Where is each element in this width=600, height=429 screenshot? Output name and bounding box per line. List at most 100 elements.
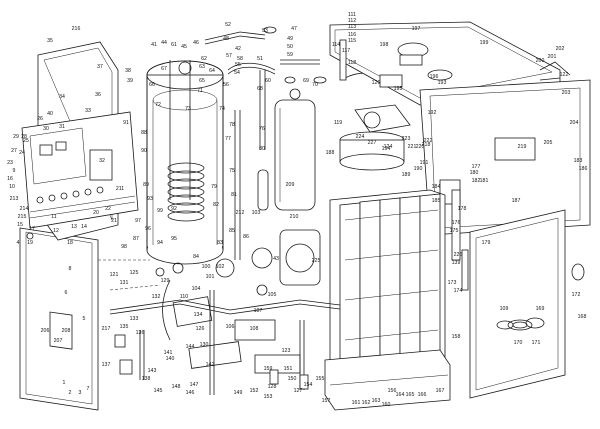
callout-163: 163 xyxy=(372,398,381,404)
callout-183: 183 xyxy=(574,158,583,164)
callout-178: 178 xyxy=(458,206,467,212)
rear-frame xyxy=(419,79,591,236)
callout-107: 107 xyxy=(254,308,263,314)
callout-2: 2 xyxy=(69,390,72,396)
burner-assembly xyxy=(339,72,411,171)
callout-167: 167 xyxy=(436,388,445,394)
callout-212: 212 xyxy=(236,210,245,216)
callout-103: 103 xyxy=(252,210,261,216)
callout-130: 130 xyxy=(200,342,209,348)
callout-92: 92 xyxy=(171,206,177,212)
callout-26: 26 xyxy=(37,116,43,122)
callout-62: 62 xyxy=(201,56,207,62)
callout-201: 201 xyxy=(548,54,557,60)
callout-69: 69 xyxy=(303,78,309,84)
callout-159: 159 xyxy=(264,366,273,372)
callout-58: 58 xyxy=(237,56,243,62)
right-side-panel xyxy=(469,209,585,399)
callout-160: 160 xyxy=(382,402,391,408)
callout-79: 79 xyxy=(211,184,217,190)
callout-225: 225 xyxy=(312,258,321,264)
callout-207: 207 xyxy=(54,338,63,344)
callout-50: 50 xyxy=(287,44,293,50)
callout-49: 49 xyxy=(287,36,293,42)
callout-20: 20 xyxy=(93,210,99,216)
callout-213: 213 xyxy=(10,196,19,202)
callout-67: 67 xyxy=(161,66,167,72)
callout-35: 35 xyxy=(47,38,53,44)
callout-189: 189 xyxy=(402,172,411,178)
callout-132: 132 xyxy=(152,294,161,300)
callout-211: 211 xyxy=(116,186,124,192)
callout-221: 221 xyxy=(408,144,417,150)
callout-215: 215 xyxy=(18,214,27,220)
callout-111: 111 xyxy=(348,12,356,18)
callout-152: 152 xyxy=(250,388,259,394)
callout-166: 166 xyxy=(418,392,427,398)
callout-118: 118 xyxy=(348,60,356,66)
callout-220: 220 xyxy=(416,144,425,150)
callout-203: 203 xyxy=(562,90,571,96)
callout-117: 117 xyxy=(342,48,350,54)
callout-76: 76 xyxy=(259,126,265,132)
front-door-panel xyxy=(19,227,99,411)
callout-144: 144 xyxy=(186,344,195,350)
callout-87: 87 xyxy=(133,236,139,242)
callout-85: 85 xyxy=(229,228,235,234)
callout-33: 33 xyxy=(85,108,91,114)
callout-198: 198 xyxy=(380,42,389,48)
callout-138: 138 xyxy=(142,376,151,382)
callout-84: 84 xyxy=(193,254,199,260)
callout-100: 100 xyxy=(202,264,211,270)
callout-51: 51 xyxy=(257,56,263,62)
callout-56: 56 xyxy=(223,82,229,88)
callout-10: 10 xyxy=(9,184,15,190)
callout-119: 119 xyxy=(334,120,342,126)
callout-114: 114 xyxy=(332,42,340,48)
hot-water-cylinder xyxy=(146,60,224,265)
callout-193: 193 xyxy=(438,80,447,86)
callout-141: 141 xyxy=(164,350,173,356)
callout-36: 36 xyxy=(95,92,101,98)
callout-165: 165 xyxy=(406,392,415,398)
callout-199: 199 xyxy=(480,40,489,46)
callout-181: 181 xyxy=(480,178,489,184)
callout-80: 80 xyxy=(259,146,265,152)
callout-187: 187 xyxy=(512,198,521,204)
callout-109: 109 xyxy=(500,306,509,312)
callout-227: 227 xyxy=(368,140,377,146)
callout-204: 204 xyxy=(570,120,579,126)
callout-23: 23 xyxy=(7,160,13,166)
callout-179: 179 xyxy=(482,240,491,246)
callout-90: 90 xyxy=(141,148,147,154)
callout-64: 64 xyxy=(209,68,215,74)
callout-214: 214 xyxy=(20,206,29,212)
callout-55: 55 xyxy=(235,62,241,68)
callout-7: 7 xyxy=(87,386,90,392)
callout-161: 161 xyxy=(352,400,361,406)
callout-182: 182 xyxy=(472,178,481,184)
callout-57: 57 xyxy=(226,53,232,59)
callout-45: 45 xyxy=(181,44,187,50)
callout-210: 210 xyxy=(290,214,299,220)
callout-97: 97 xyxy=(135,218,141,224)
pump-assembly xyxy=(172,229,321,374)
callout-150: 150 xyxy=(288,376,297,382)
callout-9: 9 xyxy=(13,168,16,174)
callout-40: 40 xyxy=(47,111,53,117)
callout-21: 21 xyxy=(111,218,117,224)
callout-82: 82 xyxy=(213,202,219,208)
callout-53: 53 xyxy=(262,28,268,34)
callout-155: 155 xyxy=(316,376,325,382)
callout-17: 17 xyxy=(29,226,35,232)
callout-43: 43 xyxy=(273,256,279,262)
callout-112: 112 xyxy=(348,18,356,24)
callout-129: 129 xyxy=(161,278,170,284)
callout-32: 32 xyxy=(99,158,105,164)
callout-137: 137 xyxy=(102,362,111,368)
callout-94: 94 xyxy=(157,240,163,246)
callout-122: 122 xyxy=(560,72,569,78)
callout-180: 180 xyxy=(470,170,479,176)
callout-39: 39 xyxy=(127,78,133,84)
